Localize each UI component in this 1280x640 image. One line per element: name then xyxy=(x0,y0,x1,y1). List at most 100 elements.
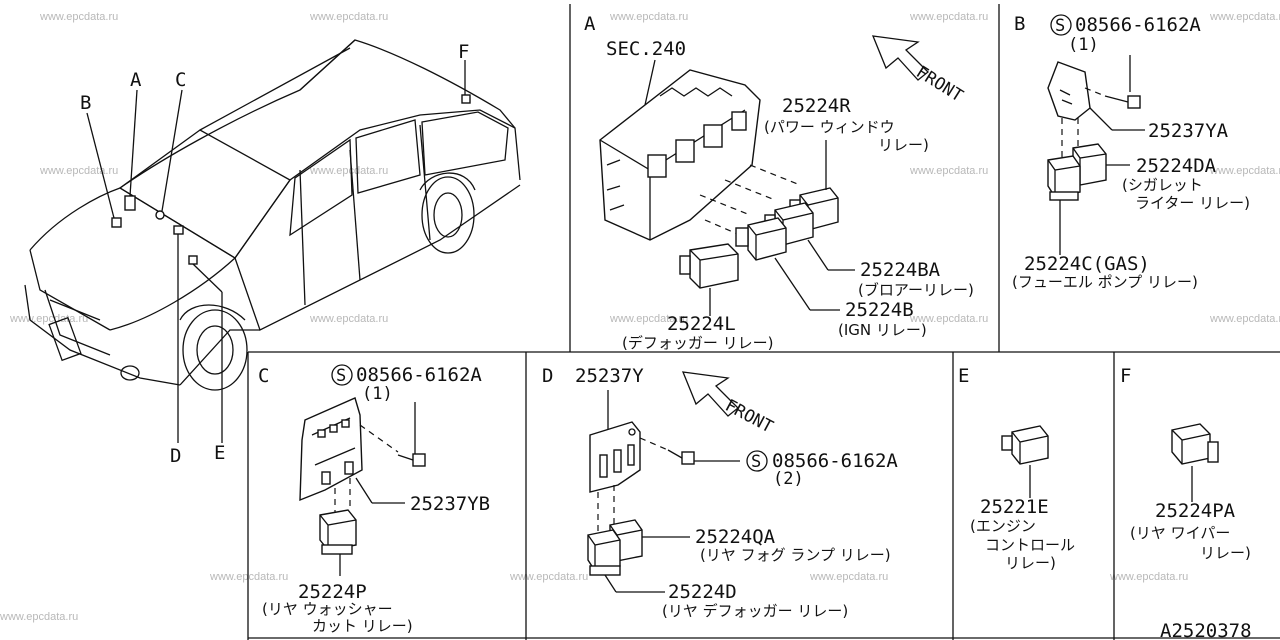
callout-d-label: D xyxy=(170,445,181,467)
assembly-lines xyxy=(699,164,801,236)
screw xyxy=(1104,95,1141,109)
svg-text:S: S xyxy=(1055,16,1065,36)
diagram-code: A2520378 xyxy=(1160,620,1252,640)
relay-25224b xyxy=(735,217,787,261)
part-description: (リヤ ウォッシャー xyxy=(262,600,393,618)
part-leaders xyxy=(604,536,690,593)
part-number: 25237Y xyxy=(575,365,644,387)
watermark: www.epcdata.ru xyxy=(1209,11,1280,23)
relay-location-a xyxy=(124,195,136,211)
watermark: www.epcdata.ru xyxy=(509,571,588,583)
front-arrow-icon: FRONT xyxy=(871,35,966,106)
part-description: (フューエル ポンプ リレー) xyxy=(1012,273,1198,291)
part-description: (リヤ デフォッガー リレー) xyxy=(662,602,848,620)
screw-quantity: (1) xyxy=(1068,35,1099,55)
part-description: (パワー ウィンドウ xyxy=(764,118,895,136)
part-leaders xyxy=(709,140,855,316)
watermark: www.epcdata.ru xyxy=(309,313,388,325)
watermark: www.epcdata.ru xyxy=(0,611,78,623)
screw xyxy=(667,449,695,465)
relay-25224c xyxy=(1047,155,1081,201)
part-description: (デフォッガー リレー) xyxy=(622,334,773,352)
callout-b-label: B xyxy=(80,92,91,114)
part-description: ライター リレー) xyxy=(1135,194,1250,212)
panel-d-letter: D xyxy=(542,365,553,387)
watermark: www.epcdata.ru xyxy=(1209,313,1280,325)
panel-a: A SEC.240 FRONT xyxy=(584,13,974,352)
front-arrow-icon: FRONT xyxy=(681,371,777,438)
circled-S-icon: S xyxy=(331,364,353,386)
screw xyxy=(397,453,426,467)
watermark: www.epcdata.ru xyxy=(39,11,118,23)
panel-c-letter: C xyxy=(258,365,269,387)
relay-25224p xyxy=(319,509,357,555)
part-description: リレー) xyxy=(878,136,929,154)
relay-25224pa xyxy=(1171,423,1219,465)
part-description: リレー) xyxy=(1005,554,1056,572)
callout-a-label: A xyxy=(130,69,142,91)
panel-f-letter: F xyxy=(1120,365,1131,387)
watermark: www.epcdata.ru xyxy=(809,571,888,583)
watermark: www.epcdata.ru xyxy=(1209,165,1280,177)
part-leaders xyxy=(1059,107,1145,255)
panel-c: C S 08566-6162A (1) xyxy=(258,364,490,635)
screw-quantity: (2) xyxy=(773,469,804,489)
part-leaders xyxy=(339,477,405,576)
panel-e: E 25221E (エンジン コントロール リレー) xyxy=(958,365,1075,572)
part-number: 25224P xyxy=(298,581,367,603)
watermark: www.epcdata.ru xyxy=(609,11,688,23)
front-label: FRONT xyxy=(722,396,777,438)
front-label: FRONT xyxy=(912,62,966,106)
panel-b-letter: B xyxy=(1014,13,1025,35)
watermark: www.epcdata.ru xyxy=(39,165,118,177)
panel-d: D 25237Y FRONT S 08566-6162A (2) xyxy=(542,365,898,620)
part-description: リレー) xyxy=(1200,544,1251,562)
fuse-block xyxy=(599,69,761,241)
part-description: (リヤ フォグ ランプ リレー) xyxy=(700,546,891,564)
part-number: 25224DA xyxy=(1136,155,1217,177)
callout-f-label: F xyxy=(458,41,469,63)
part-number: 25224QA xyxy=(695,526,776,548)
part-description: (シガレット xyxy=(1122,176,1203,194)
screw-part-number: 08566-6162A xyxy=(772,450,898,472)
part-description: (エンジン xyxy=(970,517,1036,535)
screw-part-number: 08566-6162A xyxy=(356,364,482,386)
panel-b: B S 08566-6162A (1) xyxy=(1012,13,1250,291)
panel-f: F 25224PA (リヤ ワイパー リレー) xyxy=(1120,365,1251,562)
part-number: 25224B xyxy=(845,299,914,321)
watermark: www.epcdata.ru xyxy=(309,165,388,177)
part-number: 25237YA xyxy=(1148,120,1229,142)
relay-location-b xyxy=(111,217,122,228)
car-body-outline xyxy=(24,39,521,391)
car-overview: A B C D E F xyxy=(24,39,521,467)
watermark: www.epcdata.ru xyxy=(309,11,388,23)
watermark: www.epcdata.ru xyxy=(9,313,88,325)
svg-text:S: S xyxy=(336,366,346,386)
part-number: 25224C(GAS) xyxy=(1024,253,1150,275)
panel-a-ref: SEC.240 xyxy=(606,38,686,60)
watermark: www.epcdata.ru xyxy=(909,313,988,325)
screw-part-number: 08566-6162A xyxy=(1075,14,1201,36)
part-number: 25224BA xyxy=(860,259,941,281)
relay-location-e xyxy=(188,255,198,265)
part-description: コントロール xyxy=(985,536,1075,554)
circled-S-icon: S xyxy=(746,450,768,472)
watermark: www.epcdata.ru xyxy=(909,165,988,177)
watermark: www.epcdata.ru xyxy=(609,313,688,325)
watermark: www.epcdata.ru xyxy=(909,11,988,23)
part-number: 25221E xyxy=(980,496,1049,518)
part-number: 25224PA xyxy=(1155,500,1236,522)
panel-a-letter: A xyxy=(584,13,596,35)
callout-leaders xyxy=(86,60,466,443)
svg-text:S: S xyxy=(751,452,761,472)
screw-quantity: (1) xyxy=(362,384,393,404)
part-description: (IGN リレー) xyxy=(838,321,927,339)
relay-location-d xyxy=(173,225,184,235)
relay-location-c xyxy=(155,210,165,220)
panel-e-letter: E xyxy=(958,365,969,387)
relay-location-f xyxy=(461,94,471,104)
part-number: 25224L xyxy=(667,313,736,335)
bracket-25237ya xyxy=(1047,61,1091,121)
part-description: (リヤ ワイパー xyxy=(1130,524,1230,542)
